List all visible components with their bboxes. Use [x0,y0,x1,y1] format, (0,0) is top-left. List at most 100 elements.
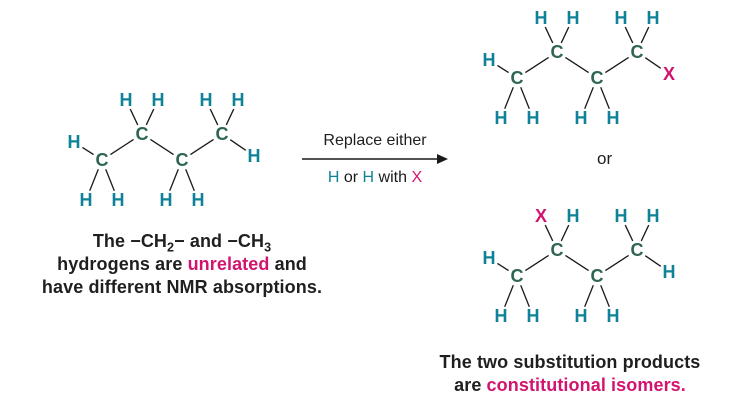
atom-H: H [248,146,261,166]
atom-H: H [152,90,165,110]
atom-C: C [176,150,189,170]
bond [150,138,174,156]
bond [525,56,549,74]
atom-C: C [511,266,524,286]
atom-H: H [232,90,245,110]
bond [584,87,594,109]
atom-H: H [527,306,540,326]
bond [640,26,650,44]
atom-H: H [200,90,213,110]
atom-C: C [96,150,109,170]
atom-H: H [615,206,628,226]
bond [225,108,235,126]
reaction-arrow-block: Replace either H or H with X [300,131,450,187]
arrow-top-label: Replace either [323,132,427,149]
bond [497,64,509,74]
bond [520,87,530,109]
atom-C: C [591,266,604,286]
atom-H: H [615,8,628,28]
atom-H: H [647,8,660,28]
text-segment: and [269,254,307,274]
atom-H: H [112,190,125,210]
bond [605,56,629,74]
bond [145,108,155,126]
atom-H: H [483,50,496,70]
arrow-bottom-label: H or H with X [328,168,422,187]
bond [560,224,570,242]
bond [190,138,214,156]
text-segment: or [339,169,363,186]
bond [504,87,514,109]
bond [560,26,570,44]
atom-H: H [567,206,580,226]
bond [105,169,115,191]
atom-C: C [551,42,564,62]
bond [504,285,514,307]
bond [565,254,589,272]
text-segment: have different NMR absorptions. [41,277,323,297]
text-segment: hydrogens are [57,254,188,274]
atom-H: H [663,262,676,282]
text-segment: − and −CH [174,231,265,251]
bond [640,224,650,242]
atom-C: C [216,124,229,144]
text-segment: 2 [167,240,175,255]
bond [584,285,594,307]
atom-C: C [511,68,524,88]
atom-H: H [567,8,580,28]
text-segment: constitutional isomers. [486,375,686,395]
bond [110,138,134,156]
bond [624,26,634,44]
atom-C: C [591,68,604,88]
atom-X: X [663,64,675,84]
atom-H: H [607,108,620,128]
bond [544,26,554,44]
bond [565,56,589,74]
atom-H: H [160,190,173,210]
bond [624,224,634,242]
atom-C: C [631,240,644,260]
atom-C: C [631,42,644,62]
atom-X: X [535,206,547,226]
bond [525,254,549,272]
bond [129,108,139,126]
bond [185,169,195,191]
or-label: or [597,149,613,168]
bond [497,262,509,272]
text-segment: are [454,375,487,395]
bond [89,169,99,191]
text-segment: X [411,169,423,186]
atom-C: C [136,124,149,144]
bond [209,108,219,126]
atom-H: H [120,90,133,110]
bond [600,87,610,109]
atom-C: C [551,240,564,260]
text-segment: H [362,169,375,186]
text-segment: The two substitution products [439,352,701,372]
bond [169,169,179,191]
atom-H: H [535,8,548,28]
atom-H: H [68,132,81,152]
atom-H: H [607,306,620,326]
bond [605,254,629,272]
bond [600,285,610,307]
bond [82,146,94,156]
text-segment: unrelated [187,254,270,274]
text-segment: with [374,169,412,186]
bond [520,285,530,307]
atom-H: H [575,306,588,326]
right-caption: The two substitution products are constit… [405,351,735,397]
text-segment: 3 [264,240,272,255]
atom-H: H [192,190,205,210]
atom-H: H [647,206,660,226]
bond [544,224,554,242]
atom-H: H [495,108,508,128]
right-arrow-icon [302,154,448,164]
atom-H: H [527,108,540,128]
atom-H: H [80,190,93,210]
bond [644,57,662,69]
text-segment: H [327,169,340,186]
